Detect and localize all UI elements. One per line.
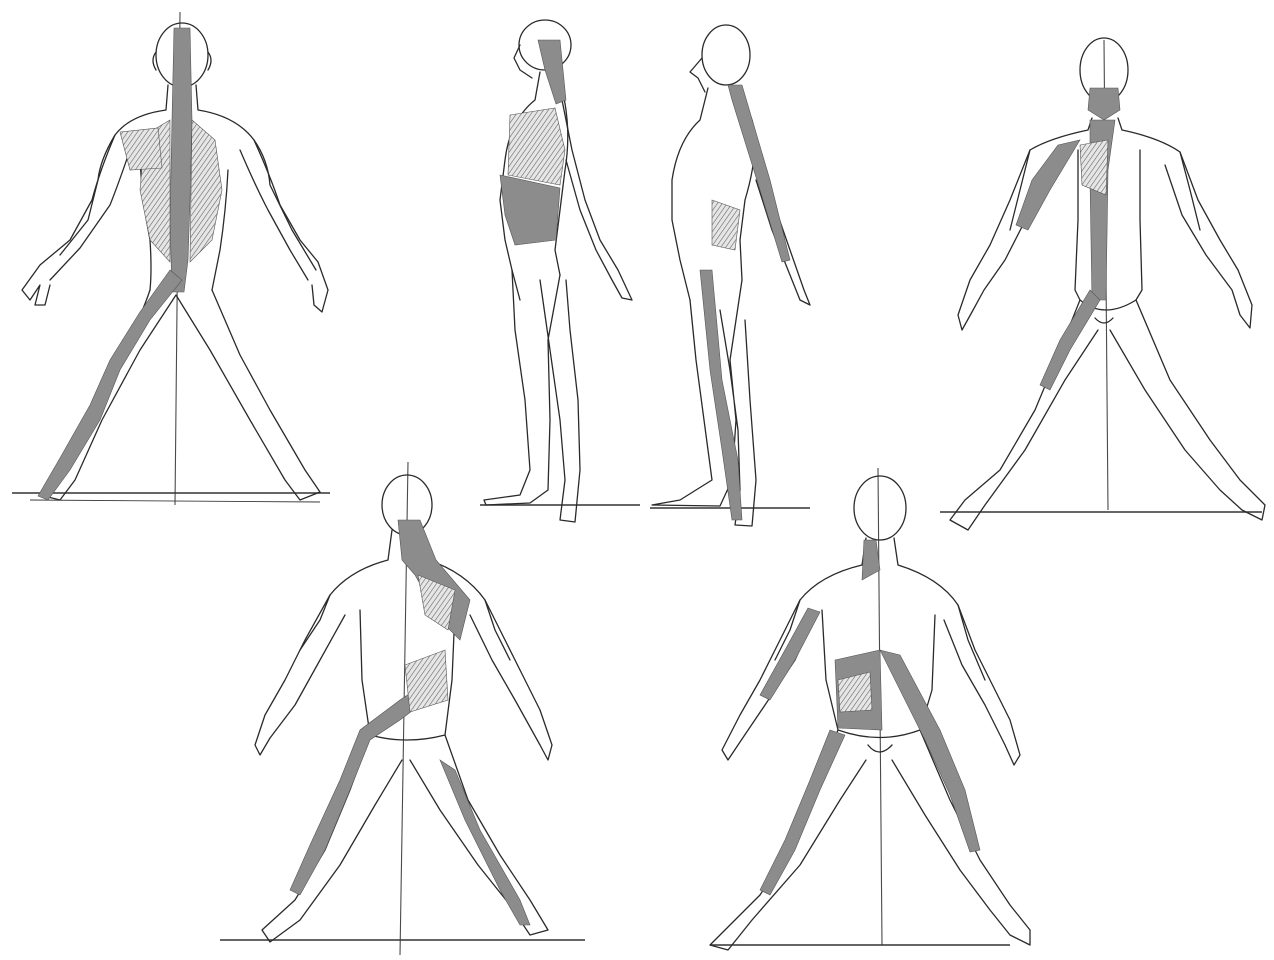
legs-outline — [40, 290, 320, 500]
shoulder-muscle-hatch — [120, 128, 162, 170]
legs-outline — [652, 280, 756, 526]
front-view-line-figure — [940, 38, 1265, 530]
lateral-band — [728, 85, 790, 262]
left-side-view-lateral-line-figure — [480, 20, 640, 522]
legs-outline — [710, 730, 1030, 950]
right-arm-outline — [240, 140, 328, 312]
neck-band — [398, 520, 470, 640]
neck-band — [538, 40, 566, 104]
trunk-hatch — [712, 200, 740, 250]
lumbar-hatch — [405, 650, 448, 712]
chest-hatch — [1080, 140, 1108, 195]
back-view-spiral-line-figure — [12, 12, 330, 505]
spine-band — [170, 28, 192, 292]
arm-band — [760, 608, 820, 700]
abdominal-band — [500, 175, 560, 245]
right-arm-outline — [470, 600, 552, 760]
back-view-cross-line-figure — [220, 462, 585, 955]
left-arm-outline — [22, 135, 130, 305]
right-arm-outline — [944, 605, 1020, 765]
pelvis-outline — [1095, 318, 1113, 323]
back-muscle-hatch — [190, 120, 222, 262]
shoulder-band — [1016, 140, 1080, 230]
arm-outline — [562, 100, 632, 300]
neck-band — [862, 540, 880, 580]
ribcage-hatch — [508, 108, 565, 185]
head-outline — [702, 25, 750, 85]
cross-leg-band — [440, 760, 530, 925]
legs-outline — [484, 270, 580, 522]
cross-band — [290, 680, 440, 895]
front-view-cross-line-figure — [710, 468, 1030, 950]
legs-outline — [262, 735, 548, 942]
left-arm-outline — [255, 595, 345, 755]
lateral-leg-band — [700, 270, 742, 520]
spiral-leg-band — [38, 270, 182, 500]
beard-shape — [1088, 88, 1120, 120]
right-side-view-lateral-line-figure — [650, 25, 810, 526]
right-arm-outline — [1165, 152, 1252, 328]
head-outline — [854, 476, 906, 540]
face-profile — [514, 45, 532, 78]
